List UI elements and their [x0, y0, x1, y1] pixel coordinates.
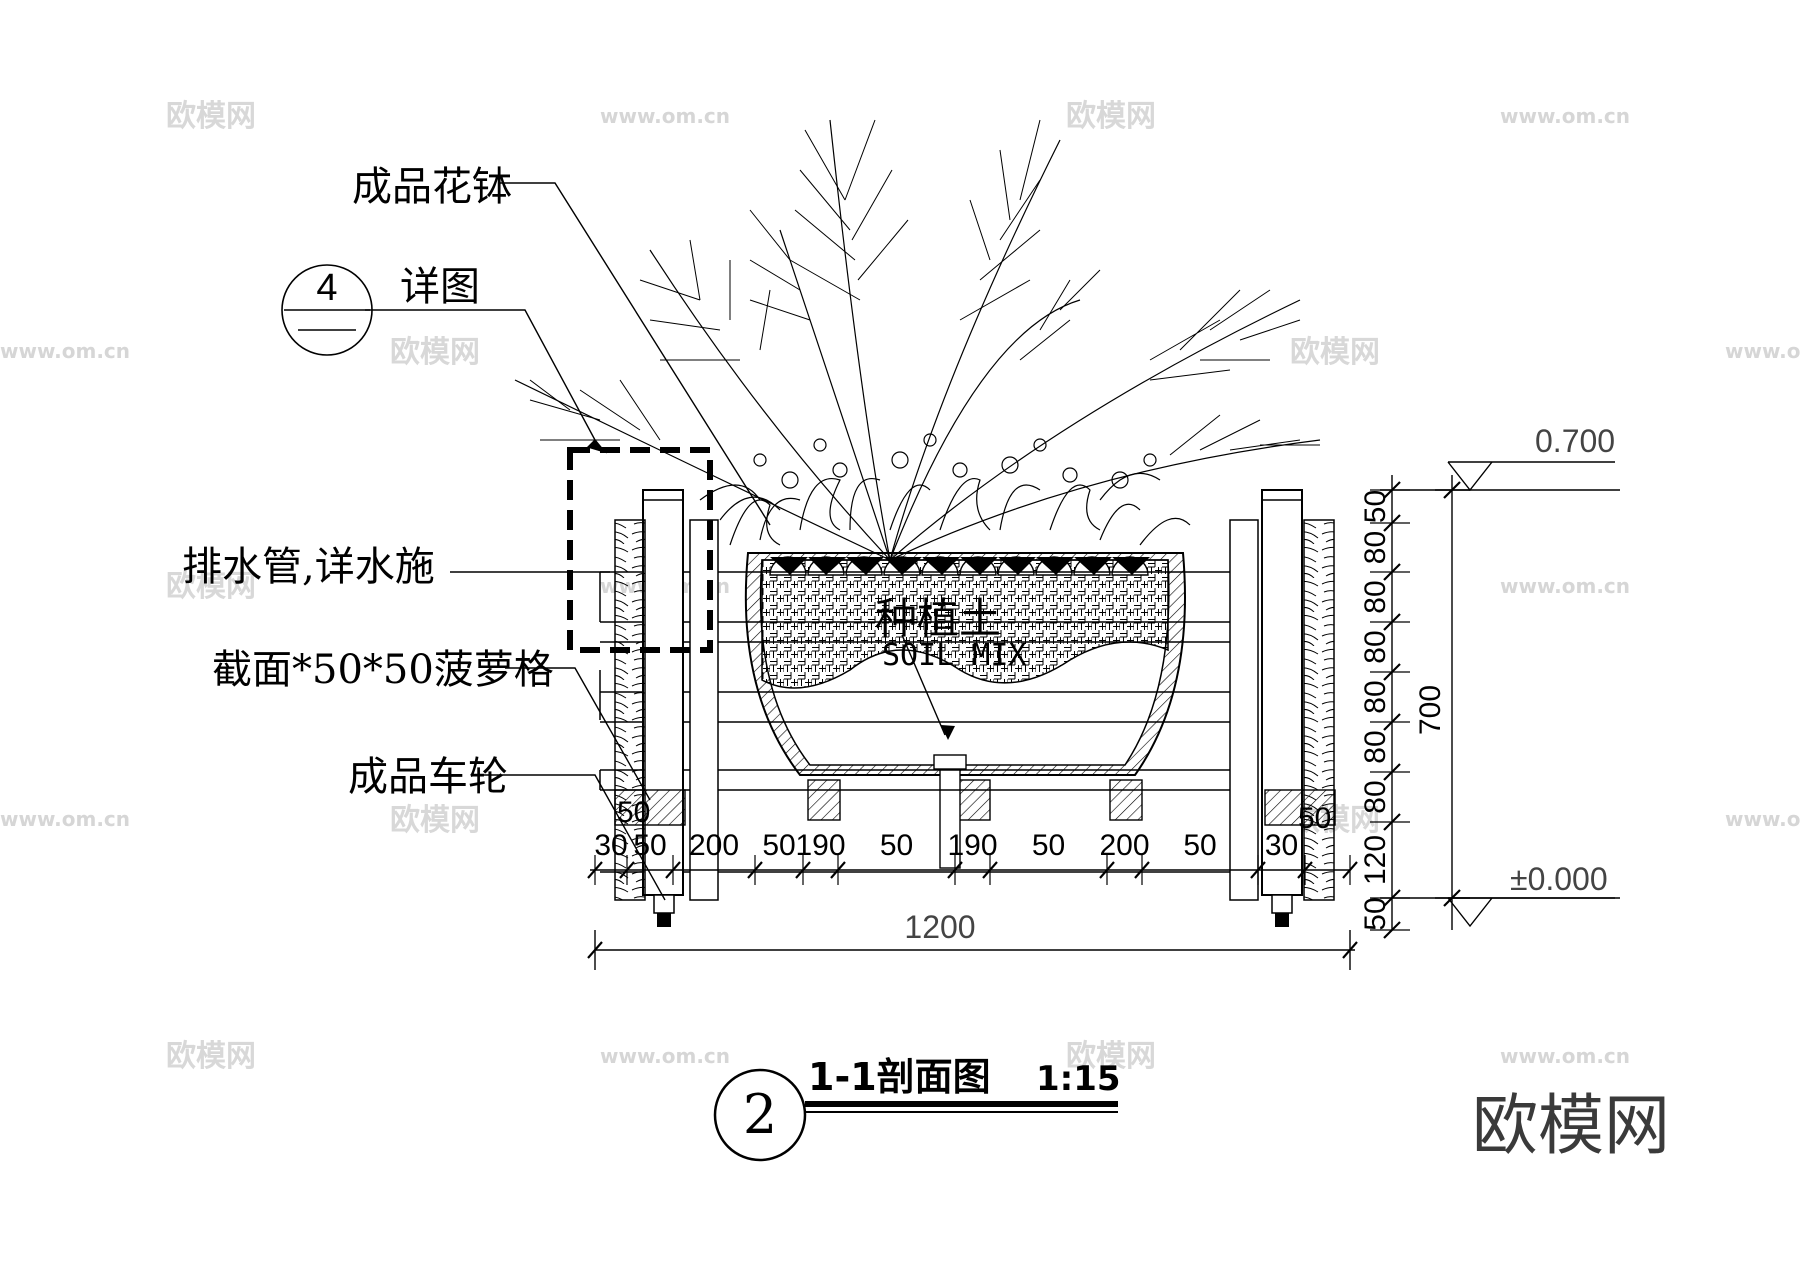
- watermark: 欧模网: [390, 335, 480, 370]
- watermark: www.om.cn: [600, 104, 730, 128]
- watermark: www.om.cn: [1500, 574, 1630, 598]
- dim-horizontal-value: 30: [594, 829, 627, 862]
- dim-horizontal-value: 50: [633, 829, 666, 862]
- elevation-top: 0.700: [1380, 423, 1620, 492]
- label-drain-pipe: 排水管,详水施: [182, 544, 435, 590]
- watermark: www.om.cn: [1500, 104, 1630, 128]
- watermark: www.om.cn: [0, 807, 130, 831]
- label-soil-cn: 种植土: [875, 594, 1001, 643]
- label-section-lattice: 截面*50*50菠萝格: [212, 647, 554, 693]
- section-title: 1-1剖面图: [808, 1055, 991, 1099]
- elevation-base-value: ±0.000: [1510, 861, 1608, 897]
- detail-reference-symbol: 4: [281, 264, 373, 356]
- overall-width-dimension: 1200: [587, 909, 1358, 970]
- section-scale: 1:15: [1036, 1059, 1121, 1099]
- planter-frame: [599, 489, 1336, 927]
- watermark: www.om.cn: [1725, 339, 1800, 363]
- label-detail: 详图: [400, 264, 480, 310]
- dim-vertical-value: 80: [1359, 580, 1392, 613]
- watermark: 欧模网: [166, 1039, 256, 1074]
- dim-vertical-value: 50: [1359, 897, 1392, 930]
- dim-vertical-value: 50: [1359, 490, 1392, 523]
- dim-horizontal-value: 200: [1099, 829, 1149, 862]
- elevation-top-value: 0.700: [1535, 423, 1615, 459]
- dim-horizontal-value: 50: [1183, 829, 1216, 862]
- dim-vertical-value: 80: [1359, 730, 1392, 763]
- dim-overall-width: 1200: [904, 909, 975, 945]
- watermark: 欧模网: [166, 569, 256, 604]
- dim-horizontal-value: 50: [762, 829, 795, 862]
- dim-corner-right: 50: [1298, 802, 1331, 835]
- caster-left: [653, 894, 675, 927]
- watermarks: 欧模网 www.om.cn 欧模网 www.om.cn www.om.cn 欧模…: [0, 99, 1800, 1074]
- dim-vertical-value: 80: [1359, 780, 1392, 813]
- dim-horizontal-value: 190: [947, 829, 997, 862]
- section-number: 2: [743, 1083, 777, 1146]
- watermark: 欧模网: [1066, 1039, 1156, 1074]
- dim-vertical-value: 80: [1359, 630, 1392, 663]
- label-finished-pot: 成品花钵: [352, 164, 512, 210]
- dim-horizontal-value: 190: [795, 829, 845, 862]
- flower-pot: [744, 552, 1186, 869]
- dim-horizontal-value: 200: [689, 829, 739, 862]
- palm-plant-illustration: [514, 119, 1321, 561]
- elevation-base: ±0.000: [1380, 861, 1620, 928]
- watermark: 欧模网: [1066, 99, 1156, 134]
- label-soil-en: SOIL MIX: [882, 638, 1027, 673]
- detail-callout-box: [567, 447, 713, 653]
- watermark: www.om.cn: [1500, 1044, 1630, 1068]
- dim-vertical-value: 80: [1359, 531, 1392, 564]
- dim-vertical-value: 120: [1359, 835, 1392, 885]
- watermark: 欧模网: [390, 803, 480, 838]
- watermark: www.om.cn: [0, 339, 130, 363]
- dim-corner-left: 50: [617, 796, 650, 829]
- dim-horizontal-value: 30: [1265, 829, 1298, 862]
- watermark: 欧模网: [1290, 335, 1380, 370]
- watermark: www.om.cn: [1725, 807, 1800, 831]
- dim-overall-height: 700: [1414, 685, 1447, 735]
- dim-horizontal-value: 50: [880, 829, 913, 862]
- detail-number: 4: [316, 267, 337, 309]
- vertical-dimension-chain: 50 80 80 80 80 80 80 120 50: [1359, 475, 1410, 939]
- watermark: www.om.cn: [600, 1044, 730, 1068]
- leader-lines: [365, 182, 771, 901]
- dim-vertical-value: 80: [1359, 680, 1392, 713]
- watermark: 欧模网: [166, 99, 256, 134]
- brand-logo-text: 欧模网: [1472, 1087, 1670, 1164]
- dim-horizontal-value: 50: [1032, 829, 1065, 862]
- section-title-block: 2 1-1剖面图 1:15: [713, 1055, 1121, 1162]
- overall-height-dimension: 700: [1414, 475, 1470, 930]
- label-caster: 成品车轮: [348, 754, 508, 800]
- caster-right: [1271, 894, 1293, 927]
